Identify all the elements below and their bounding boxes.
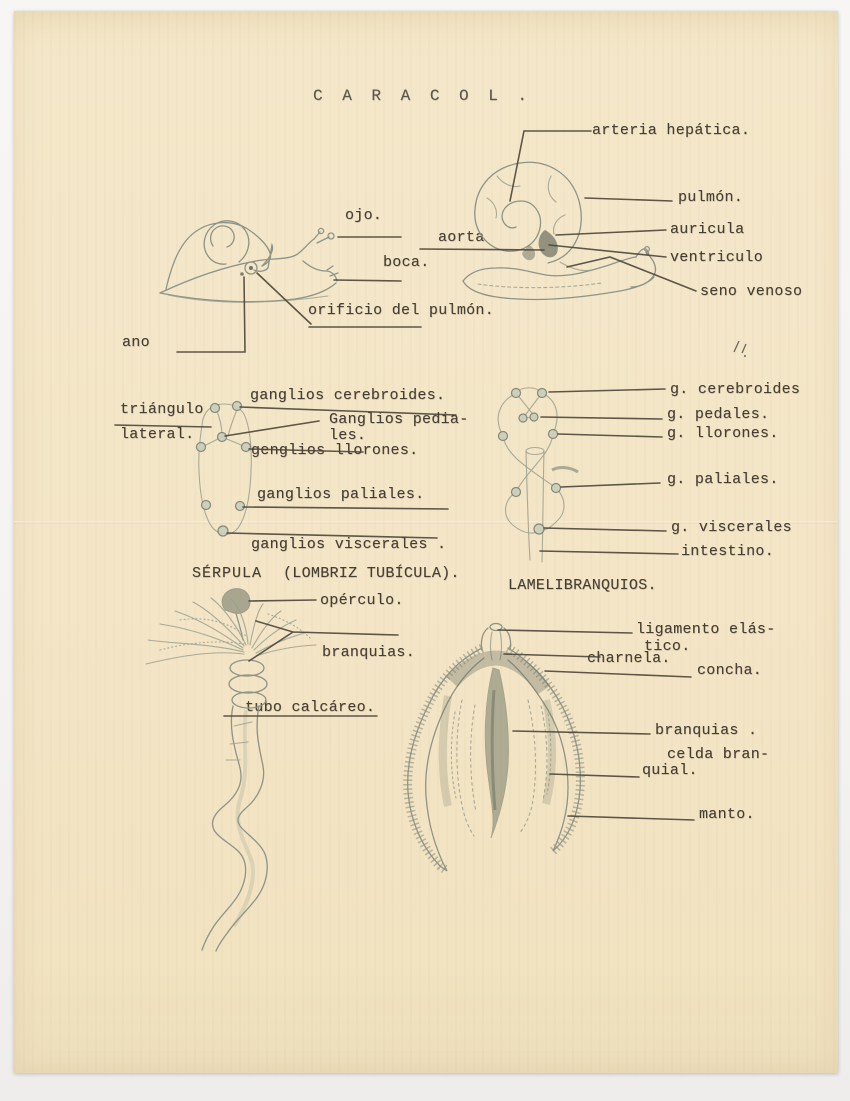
label-tubo-calcareo: tubo calcáreo.: [245, 699, 376, 716]
label-ojo: ojo.: [345, 207, 383, 224]
paper-sheet: [14, 11, 838, 1073]
label-orificio-pulmon: orificio del pulmón.: [308, 302, 495, 319]
label-celda-1: celda bran-: [667, 746, 770, 763]
label-operculo: opérculo.: [320, 592, 404, 609]
paper-fold: [14, 521, 838, 524]
heading-lamelibranquios: LAMELIBRANQUIOS.: [508, 577, 657, 594]
label-g-pedales: g. pedales.: [667, 406, 770, 423]
label-ganglios-paliales: ganglios paliales.: [257, 486, 425, 503]
label-triangulo-2: lateral.: [120, 426, 195, 443]
label-aorta: aorta: [438, 229, 485, 246]
label-manto: manto.: [699, 806, 755, 823]
label-branquias-lameli: branquias .: [655, 722, 758, 739]
label-seno-venoso: seno venoso: [700, 283, 803, 300]
label-ano: ano: [122, 334, 150, 351]
label-g-cerebroides: g. cerebroides: [670, 381, 801, 398]
label-ventriculo: ventriculo: [670, 249, 764, 266]
label-auricula: auricula: [670, 221, 745, 238]
label-boca: boca.: [383, 254, 430, 271]
label-ganglios-pediales-1: Ganglios pedia-: [329, 411, 469, 428]
label-triangulo-1: triángulo: [120, 401, 204, 418]
label-celda-2: quial.: [642, 762, 698, 779]
label-charnela: charnela.: [587, 650, 671, 667]
label-arteria-hepatica: arteria hepática.: [592, 122, 751, 139]
label-concha: concha.: [697, 662, 763, 679]
label-ganglios-viscerales: ganglios viscerales .: [251, 536, 447, 553]
label-branquias-serpula: branquias.: [322, 644, 416, 661]
label-ligamento-1: ligamento elás-: [636, 621, 776, 638]
label-ganglios-pediales-2: les.: [329, 427, 367, 444]
label-ganglios-llorones: genglios llorones.: [251, 442, 419, 459]
label-g-llorones: g. llorones.: [667, 425, 779, 442]
label-pulmon: pulmón.: [678, 189, 744, 206]
heading-serpula: SÉRPULA: [192, 565, 263, 582]
page-title: C A R A C O L .: [313, 87, 533, 105]
label-ganglios-cerebroides: ganglios cerebroides.: [250, 387, 446, 404]
label-g-viscerales: g. viscerales: [671, 519, 792, 536]
label-intestino: intestino.: [681, 543, 775, 560]
label-g-paliales: g. paliales.: [667, 471, 779, 488]
heading-serpula-paren: (LOMBRIZ TUBÍCULA).: [283, 565, 460, 582]
label-ligamento-2: tico.: [644, 638, 691, 655]
